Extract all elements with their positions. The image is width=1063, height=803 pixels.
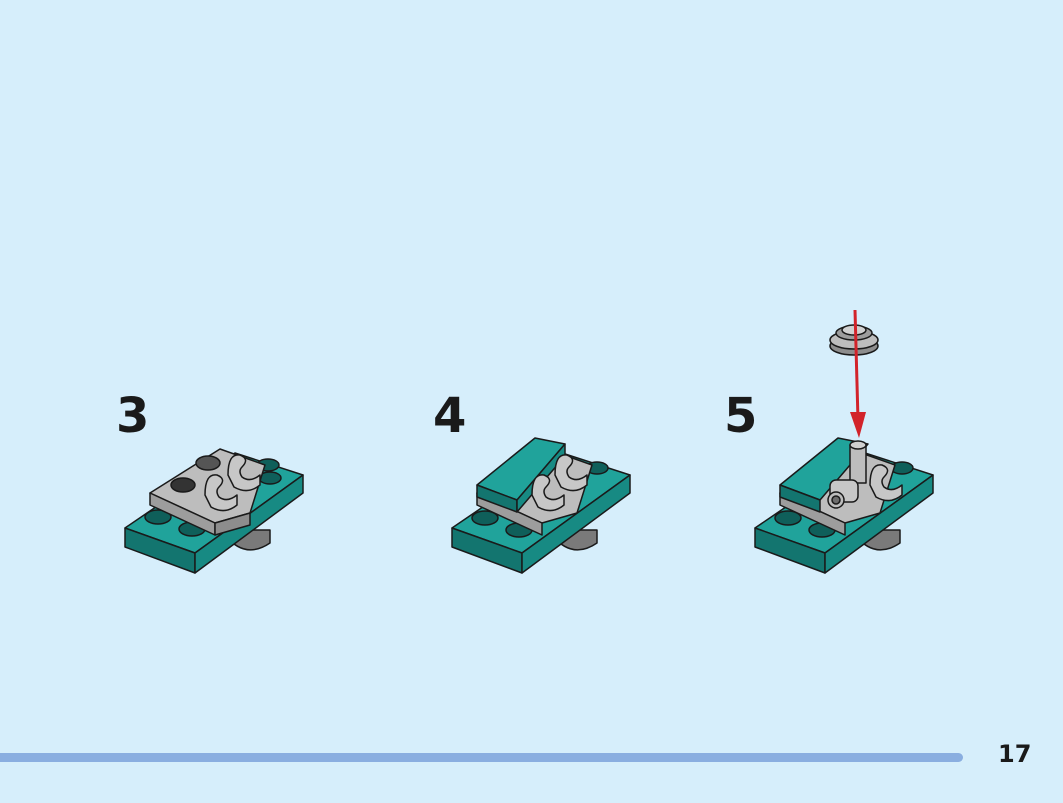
teal-slope-front (779, 484, 821, 513)
gray-plate-side (214, 512, 251, 536)
clip (869, 464, 903, 502)
step-4-illustration (451, 437, 631, 574)
stud (195, 455, 221, 471)
step-4-number: 4 (433, 388, 467, 444)
clip-ring (827, 479, 859, 509)
insert-arrow (850, 309, 866, 438)
stud (144, 509, 172, 525)
step-5-illustration (754, 309, 934, 574)
round-piece (829, 324, 879, 356)
bar (849, 444, 867, 484)
clip (227, 454, 261, 492)
bar-top (849, 440, 867, 450)
clip (204, 474, 238, 512)
step-3-illustration (124, 448, 304, 574)
step-5-number: 5 (724, 388, 758, 444)
teal-plate-side (521, 474, 631, 574)
stud (471, 510, 499, 526)
stud (774, 510, 802, 526)
progress-bar (0, 753, 963, 762)
stud (170, 477, 196, 493)
page-number: 17 (998, 740, 1032, 768)
step-3-number: 3 (116, 388, 150, 444)
clip (531, 474, 565, 512)
clip (554, 454, 588, 492)
teal-plate-side (824, 474, 934, 574)
